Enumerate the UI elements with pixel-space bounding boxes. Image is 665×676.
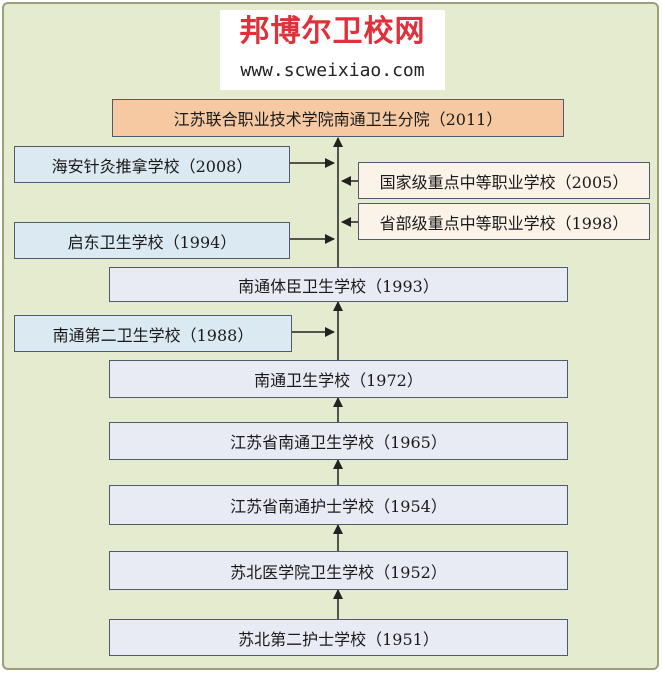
main-box-1951: 苏北第二护士学校（1951） bbox=[109, 619, 568, 656]
main-box-1993: 南通体臣卫生学校（1993） bbox=[109, 267, 568, 302]
watermark-title: 邦博尔卫校网 bbox=[239, 14, 426, 49]
watermark-url: www.scweixiao.com bbox=[240, 60, 425, 81]
main-box-1965: 江苏省南通卫生学校（1965） bbox=[109, 422, 568, 460]
main-box-1972: 南通卫生学校（1972） bbox=[109, 360, 568, 398]
side-box-haian: 海安针灸推拿学校（2008） bbox=[14, 146, 290, 183]
top-box-2011: 江苏联合职业技术学院南通卫生分院（2011） bbox=[112, 99, 564, 137]
main-box-1954: 江苏省南通护士学校（1954） bbox=[109, 485, 568, 525]
main-box-1952: 苏北医学院卫生学校（1952） bbox=[109, 551, 568, 590]
side-box-qidong: 启东卫生学校（1994） bbox=[14, 222, 290, 259]
note-provincial-key: 省部级重点中等职业学校（1998） bbox=[358, 203, 650, 240]
watermark: 邦博尔卫校网 www.scweixiao.com bbox=[220, 10, 445, 90]
side-box-second-school: 南通第二卫生学校（1988） bbox=[14, 315, 292, 352]
note-national-key: 国家级重点中等职业学校（2005） bbox=[358, 162, 650, 199]
